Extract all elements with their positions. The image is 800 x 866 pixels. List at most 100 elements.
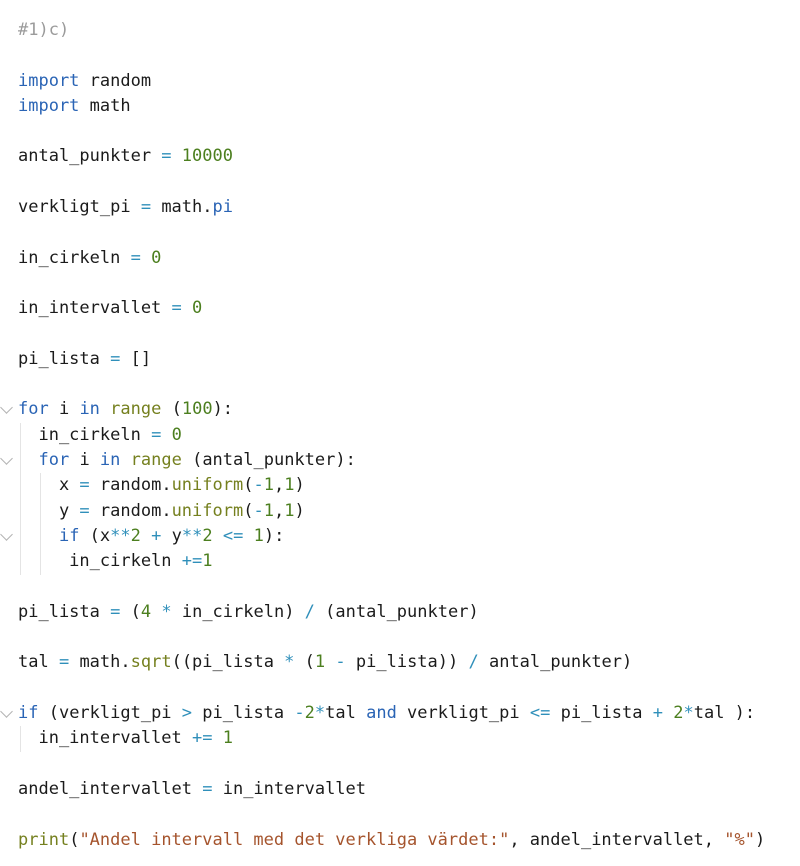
code-token: andel_intervallet xyxy=(18,778,203,799)
code-token: antal_punkter xyxy=(18,146,162,167)
code-token: + xyxy=(151,525,162,546)
code-token: range xyxy=(110,399,162,420)
code-token xyxy=(120,450,130,470)
code-line: x = random.uniform(-1,1) xyxy=(18,473,800,498)
code-token: <= xyxy=(222,525,244,546)
code-line: antal_punkter = 10000 xyxy=(18,144,800,169)
code-token: , andel_intervallet, xyxy=(509,829,725,850)
code-line-blank xyxy=(18,372,800,397)
code-token: = xyxy=(110,348,121,369)
code-token: random xyxy=(79,70,152,91)
fold-chevron-down-icon[interactable] xyxy=(0,527,13,541)
code-line-blank xyxy=(18,271,800,296)
code-token: = xyxy=(58,652,70,673)
code-token: in_intervallet xyxy=(18,728,192,749)
code-token: ** xyxy=(110,525,131,546)
code-token: ( xyxy=(161,399,182,420)
code-token: antal_punkter) xyxy=(478,652,633,673)
code-line: import math xyxy=(18,94,800,119)
code-line-blank xyxy=(18,802,800,827)
code-token: "Andel intervall med det verkliga värdet… xyxy=(79,829,510,850)
code-token: for xyxy=(18,399,49,420)
code-token: = xyxy=(130,247,141,268)
code-line: for i in range (antal_punkter): xyxy=(18,448,800,473)
code-token: 100 xyxy=(181,399,213,420)
code-token: ) xyxy=(294,475,305,496)
code-token: uniform xyxy=(171,500,244,521)
code-line: pi_lista = [] xyxy=(18,347,800,372)
code-token: pi_lista xyxy=(18,348,111,369)
code-token: for xyxy=(38,450,70,471)
code-token: += xyxy=(192,728,213,749)
code-token xyxy=(213,526,223,546)
code-line: print("Andel intervall med det verkliga … xyxy=(18,828,800,853)
code-line-blank xyxy=(18,220,800,245)
code-token xyxy=(172,146,182,166)
code-token: 1 xyxy=(284,475,295,496)
code-token: 1 xyxy=(314,652,326,673)
code-line-blank xyxy=(18,119,800,144)
code-token: 1 xyxy=(284,500,295,521)
code-token: in_cirkeln xyxy=(18,247,131,268)
code-line: in_intervallet += 1 xyxy=(18,726,800,751)
code-token: = xyxy=(171,298,182,319)
code-token: if xyxy=(18,703,39,724)
code-token: (verkligt_pi xyxy=(38,703,182,724)
code-token: ( xyxy=(243,475,254,496)
code-token: in_intervallet xyxy=(18,298,172,319)
code-line-blank xyxy=(18,170,800,195)
code-token: verkligt_pi xyxy=(18,197,141,218)
code-token: tal xyxy=(18,652,59,673)
code-token: tal ): xyxy=(693,703,756,724)
code-token: range xyxy=(130,450,182,471)
code-token: + xyxy=(652,703,663,724)
code-token: 0 xyxy=(171,424,182,445)
code-token: math xyxy=(79,95,131,116)
fold-chevron-down-icon[interactable] xyxy=(0,704,13,718)
code-token: import xyxy=(18,95,80,116)
indent-guide xyxy=(40,473,41,575)
code-token: / xyxy=(304,601,315,622)
code-token: += xyxy=(181,551,203,572)
code-token: ): xyxy=(212,399,234,420)
code-token: pi_lista xyxy=(18,601,111,622)
code-token: 4 xyxy=(140,601,152,622)
code-token: * xyxy=(284,652,295,673)
code-token xyxy=(161,425,171,445)
code-token: * xyxy=(161,601,172,622)
code-token: print xyxy=(18,829,70,850)
code-token: 2 xyxy=(202,525,213,546)
fold-chevron-down-icon[interactable] xyxy=(0,401,13,415)
code-token xyxy=(325,652,335,672)
code-token: [] xyxy=(120,348,152,369)
code-token: = xyxy=(161,146,172,167)
code-token: in_cirkeln xyxy=(18,424,152,445)
code-line: pi_lista = (4 * in_cirkeln) / (antal_pun… xyxy=(18,600,800,625)
indent-guide xyxy=(20,726,21,752)
code-token: = xyxy=(110,601,121,622)
code-line: tal = math.sqrt((pi_lista * (1 - pi_list… xyxy=(18,650,800,675)
code-token xyxy=(663,703,673,723)
code-token xyxy=(18,450,38,470)
code-token: , xyxy=(273,500,285,521)
code-token: tal xyxy=(325,703,367,724)
code-token: ( xyxy=(294,652,315,673)
indent-guide xyxy=(20,422,21,575)
code-token: in xyxy=(99,450,121,471)
code-token: 1 xyxy=(263,500,274,521)
code-token: x xyxy=(18,475,80,496)
code-token: in_intervallet xyxy=(212,778,367,799)
code-token: ( xyxy=(243,500,254,521)
code-line-blank xyxy=(18,625,800,650)
code-line-blank xyxy=(18,752,800,777)
code-token: random. xyxy=(89,475,172,496)
code-token xyxy=(141,248,151,268)
code-token: * xyxy=(683,703,694,724)
code-line: if (verkligt_pi > pi_lista -2*tal and ve… xyxy=(18,701,800,726)
fold-chevron-down-icon[interactable] xyxy=(0,451,13,465)
code-line-blank xyxy=(18,43,800,68)
code-token: = xyxy=(79,475,90,496)
code-token: pi_lista xyxy=(192,703,295,724)
code-token: ((pi_lista xyxy=(171,652,285,673)
